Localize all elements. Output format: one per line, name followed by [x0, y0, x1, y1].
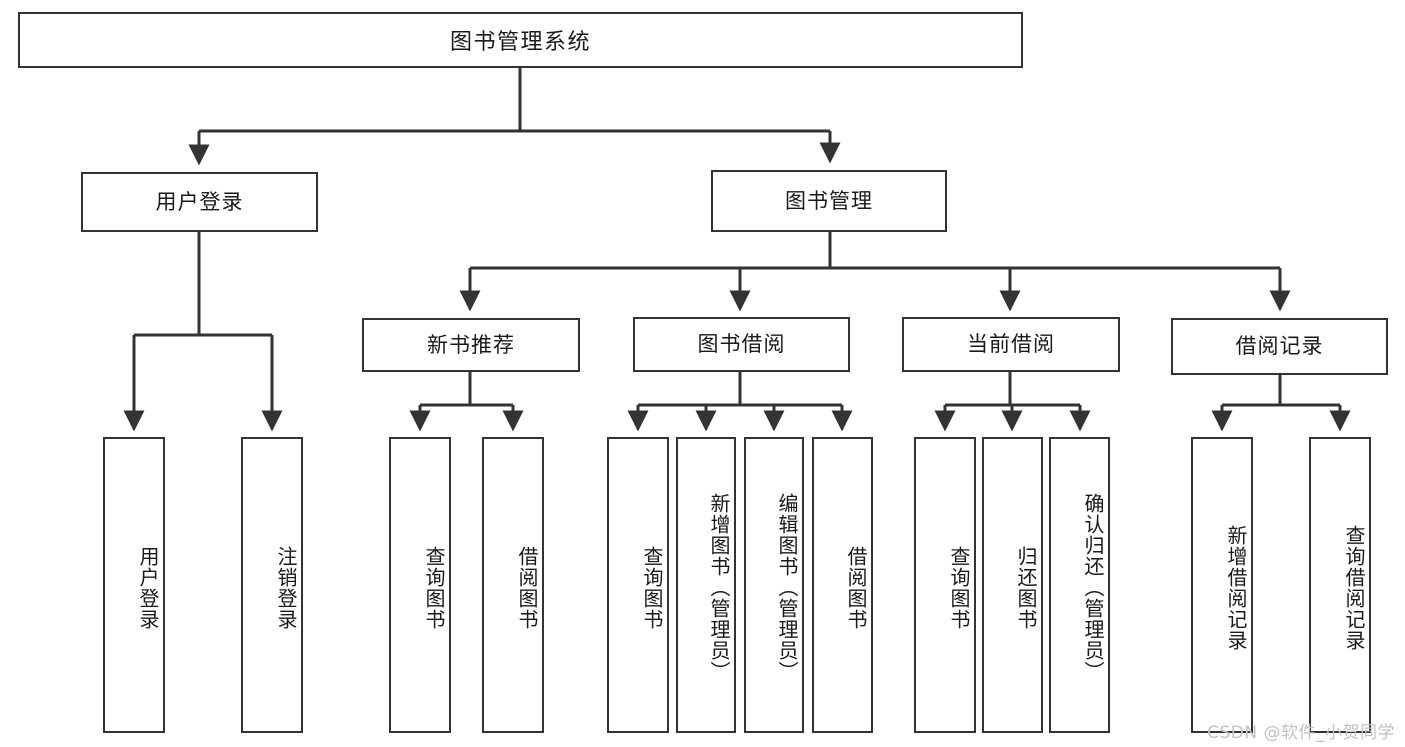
node-label: 确认归还（管理员）	[1081, 492, 1105, 682]
node-label: 图书管理系统	[449, 30, 591, 55]
leaf-borrow-book[interactable]: 借阅图书	[812, 437, 873, 733]
node-label: 归还图书	[1014, 546, 1038, 630]
node-label: 借阅记录	[1235, 334, 1324, 359]
leaf-query-borrow-record[interactable]: 查询借阅记录	[1309, 437, 1371, 733]
node-borrow-record[interactable]: 借阅记录	[1171, 318, 1388, 375]
node-label: 借阅图书	[844, 546, 868, 630]
node-current-borrow[interactable]: 当前借阅	[902, 317, 1120, 372]
node-label: 查询借阅记录	[1342, 525, 1366, 651]
leaf-query-book-current[interactable]: 查询图书	[914, 437, 976, 733]
leaf-user-login[interactable]: 用户登录	[103, 437, 165, 733]
node-label: 新书推荐	[427, 332, 515, 357]
node-label: 图书借阅	[697, 332, 786, 357]
leaf-add-book-admin[interactable]: 新增图书（管理员）	[676, 437, 736, 733]
leaf-edit-book-admin[interactable]: 编辑图书（管理员）	[744, 437, 804, 733]
node-user-login[interactable]: 用户登录	[81, 172, 318, 232]
leaf-return-book[interactable]: 归还图书	[982, 437, 1043, 733]
node-label: 查询图书	[640, 546, 664, 630]
node-label: 用户登录	[136, 546, 160, 630]
node-label: 图书管理	[785, 188, 873, 213]
node-new-book-recommend[interactable]: 新书推荐	[362, 318, 580, 372]
leaf-query-book-recommend[interactable]: 查询图书	[389, 437, 451, 733]
node-label: 编辑图书（管理员）	[775, 492, 799, 682]
node-label: 当前借阅	[967, 332, 1055, 357]
node-label: 新增图书（管理员）	[707, 492, 731, 682]
node-label: 查询图书	[947, 546, 971, 630]
leaf-query-book-borrow[interactable]: 查询图书	[607, 437, 669, 733]
node-label: 查询图书	[422, 546, 446, 630]
leaf-logout[interactable]: 注销登录	[241, 437, 303, 733]
watermark-text: CSDN @软件_小贺同学	[1207, 723, 1395, 743]
node-label: 新增借阅记录	[1224, 525, 1248, 651]
node-label: 注销登录	[274, 546, 298, 630]
node-root-system[interactable]: 图书管理系统	[18, 12, 1023, 68]
leaf-add-borrow-record[interactable]: 新增借阅记录	[1191, 437, 1253, 733]
node-book-management[interactable]: 图书管理	[711, 170, 947, 232]
node-label: 借阅图书	[515, 546, 539, 630]
node-book-borrow[interactable]: 图书借阅	[633, 317, 850, 372]
node-label: 用户登录	[155, 189, 244, 214]
leaf-confirm-return-admin[interactable]: 确认归还（管理员）	[1049, 437, 1110, 733]
leaf-borrow-book-recommend[interactable]: 借阅图书	[482, 437, 544, 733]
